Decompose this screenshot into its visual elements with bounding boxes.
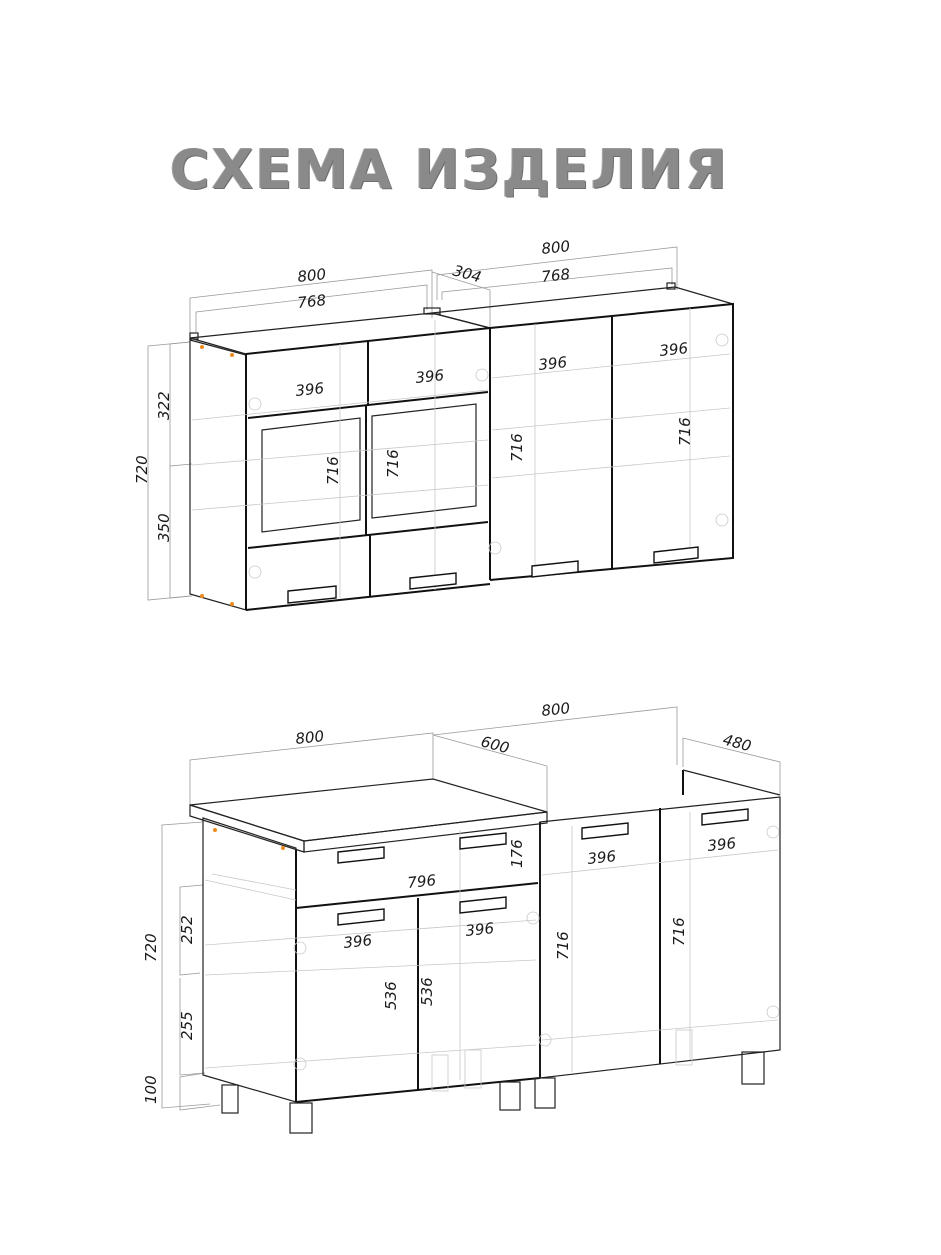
dim-door-height: 716 bbox=[384, 449, 402, 478]
dim-upper-total-height: 720 bbox=[133, 455, 151, 484]
lower-ghost-shelves bbox=[204, 812, 780, 1080]
upper-dimension-lines bbox=[147, 246, 678, 601]
dim-lower-total-height: 720 bbox=[142, 933, 160, 962]
dim-drawer-height: 176 bbox=[508, 839, 526, 868]
leg-icon bbox=[431, 1054, 449, 1092]
dim-upper-section-height: 322 bbox=[155, 391, 173, 420]
handle-icon bbox=[701, 808, 749, 826]
dim-upper-inner-width-left: 768 bbox=[297, 291, 327, 312]
dim-upper-depth: 304 bbox=[451, 261, 483, 286]
leg-icon bbox=[464, 1049, 482, 1089]
legs bbox=[221, 1029, 765, 1134]
handle-icon bbox=[581, 822, 629, 840]
dim-countertop-depth: 600 bbox=[479, 732, 511, 757]
handle-icon bbox=[459, 832, 507, 850]
dim-door-height: 716 bbox=[324, 456, 342, 485]
lower-cabinets-drawing: 800 600 800 480 720 252 255 100 796 176 … bbox=[142, 699, 781, 1134]
dim-door-width: 396 bbox=[659, 339, 689, 360]
upper-cabinets-drawing: 800 768 304 800 768 720 322 350 396 396 … bbox=[133, 237, 734, 611]
marker-icon bbox=[230, 353, 234, 357]
dim-countertop-width: 800 bbox=[295, 727, 325, 748]
handle-icon bbox=[531, 560, 579, 578]
marker-icon bbox=[281, 846, 285, 850]
dim-upper-width-right: 800 bbox=[541, 237, 571, 258]
dim-right-module-depth: 480 bbox=[721, 730, 753, 755]
dim-door-width: 396 bbox=[707, 834, 737, 855]
leg-icon bbox=[499, 1081, 521, 1111]
page-title: СХЕМА ИЗДЕЛИЯ bbox=[170, 138, 729, 201]
dim-door-height: 716 bbox=[554, 931, 572, 960]
handle-icon bbox=[337, 846, 385, 864]
handle-icon bbox=[409, 572, 457, 590]
dim-door-width: 396 bbox=[295, 379, 325, 400]
dim-drawer-width: 796 bbox=[407, 871, 437, 892]
handle-icon bbox=[653, 546, 699, 564]
dim-lower-upper-section: 252 bbox=[178, 915, 196, 944]
dim-door-height: 716 bbox=[508, 433, 526, 462]
handle-icon bbox=[287, 585, 337, 604]
dim-leg-height: 100 bbox=[142, 1075, 160, 1104]
handle-icon bbox=[459, 896, 507, 914]
dim-door-height: 716 bbox=[670, 917, 688, 946]
dim-upper-inner-width-right: 768 bbox=[541, 265, 571, 286]
dim-door-height: 536 bbox=[418, 977, 436, 1006]
leg-icon bbox=[534, 1077, 556, 1109]
dim-door-width: 396 bbox=[343, 931, 373, 952]
dim-upper-width-left: 800 bbox=[297, 265, 327, 286]
dim-lower-section-height: 350 bbox=[155, 513, 173, 542]
leg-icon bbox=[741, 1051, 765, 1085]
dim-door-width: 396 bbox=[465, 919, 495, 940]
marker-icon bbox=[200, 345, 204, 349]
dim-door-height: 716 bbox=[676, 417, 694, 446]
handle-icon bbox=[337, 908, 385, 926]
dim-door-width: 396 bbox=[415, 366, 445, 387]
leg-icon bbox=[675, 1029, 693, 1066]
marker-icon bbox=[213, 828, 217, 832]
lower-dimension-lines bbox=[161, 706, 781, 1111]
marker-icon bbox=[230, 602, 234, 606]
marker-icon bbox=[200, 594, 204, 598]
dim-lower-lower-section: 255 bbox=[178, 1011, 196, 1040]
dim-door-height: 536 bbox=[382, 981, 400, 1010]
leg-icon bbox=[289, 1102, 313, 1134]
dim-right-module-width: 800 bbox=[541, 699, 571, 720]
upper-ghost-shelves bbox=[191, 308, 731, 598]
leg-icon bbox=[221, 1084, 239, 1114]
dim-door-width: 396 bbox=[538, 353, 568, 374]
dim-door-width: 396 bbox=[587, 847, 617, 868]
